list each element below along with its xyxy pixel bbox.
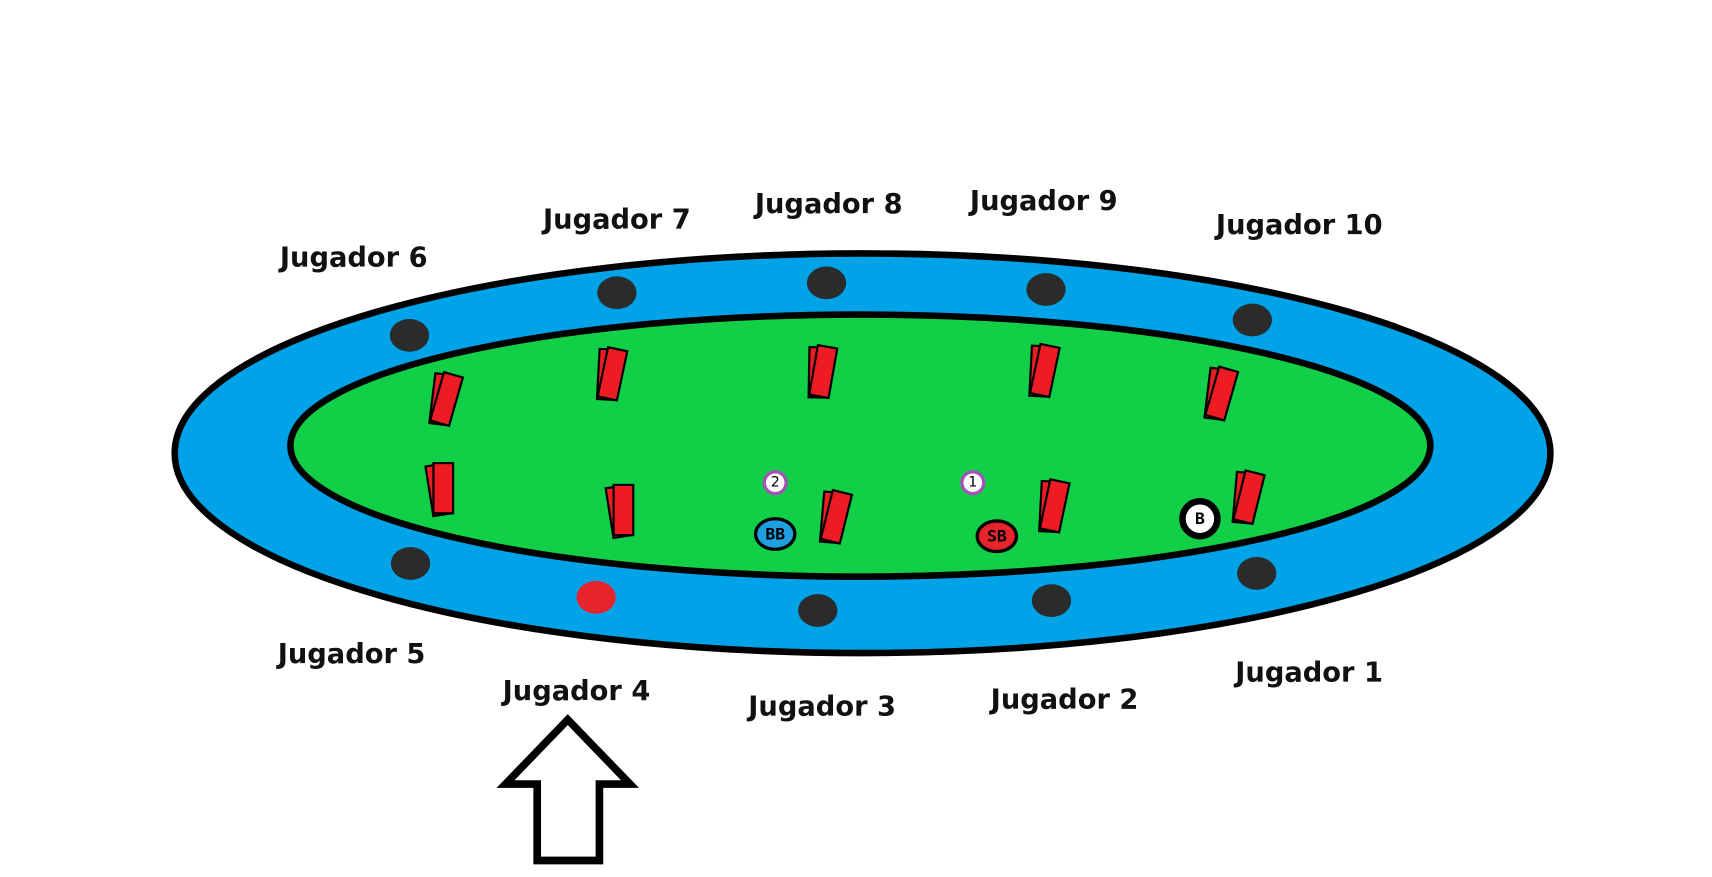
svg-text:1: 1 [968, 475, 977, 491]
svg-text:SB: SB [987, 527, 1007, 546]
svg-text:BB: BB [765, 525, 785, 544]
seat-9 [1026, 273, 1066, 306]
card [428, 370, 465, 428]
hole-cards-10 [1203, 365, 1240, 422]
player-label-8: Jugador 8 [753, 189, 903, 220]
seat-3 [798, 594, 838, 627]
seat-5 [390, 547, 431, 580]
card [612, 483, 635, 537]
hole-cards-6 [428, 370, 465, 428]
hole-cards-2 [1038, 477, 1071, 534]
card [819, 488, 854, 545]
player-label-1: Jugador 1 [1233, 657, 1383, 688]
card [1028, 342, 1061, 399]
hole-cards-3 [818, 488, 854, 545]
player-label-6: Jugador 6 [278, 243, 428, 274]
big-blind-button: BB [753, 517, 797, 551]
seat-active-4 [576, 580, 616, 614]
svg-text:2: 2 [771, 475, 780, 491]
player-label-10: Jugador 10 [1214, 210, 1383, 241]
player-label-5: Jugador 5 [276, 639, 426, 670]
card [1038, 477, 1071, 534]
hole-cards-4 [604, 483, 635, 540]
hole-cards-8 [807, 343, 839, 400]
player-label-4: Jugador 4 [501, 676, 651, 707]
seat-6 [389, 318, 430, 352]
seat-8 [806, 266, 847, 300]
hole-cards-5 [424, 461, 455, 518]
order-marker-1: 1 [960, 470, 986, 496]
card [596, 345, 629, 402]
card [1232, 469, 1266, 526]
seat-1 [1237, 556, 1277, 590]
card [432, 461, 455, 515]
card [1204, 365, 1240, 422]
player-label-3: Jugador 3 [746, 691, 896, 722]
hole-cards-9 [1028, 342, 1061, 399]
order-marker-2: 2 [762, 470, 788, 496]
arrow-up-icon [496, 714, 639, 865]
table-felt [287, 311, 1434, 580]
svg-text:B: B [1195, 509, 1205, 528]
card [807, 343, 839, 400]
hole-cards-1 [1231, 469, 1266, 526]
small-blind-button: SB [975, 519, 1019, 554]
seat-7 [597, 276, 637, 310]
player-label-2: Jugador 2 [989, 685, 1139, 716]
player-label-9: Jugador 9 [968, 186, 1118, 217]
seat-2 [1031, 584, 1072, 618]
seat-10 [1232, 303, 1272, 337]
hole-cards-7 [595, 345, 629, 402]
player-label-7: Jugador 7 [541, 204, 691, 235]
dealer-button: B [1179, 498, 1221, 540]
